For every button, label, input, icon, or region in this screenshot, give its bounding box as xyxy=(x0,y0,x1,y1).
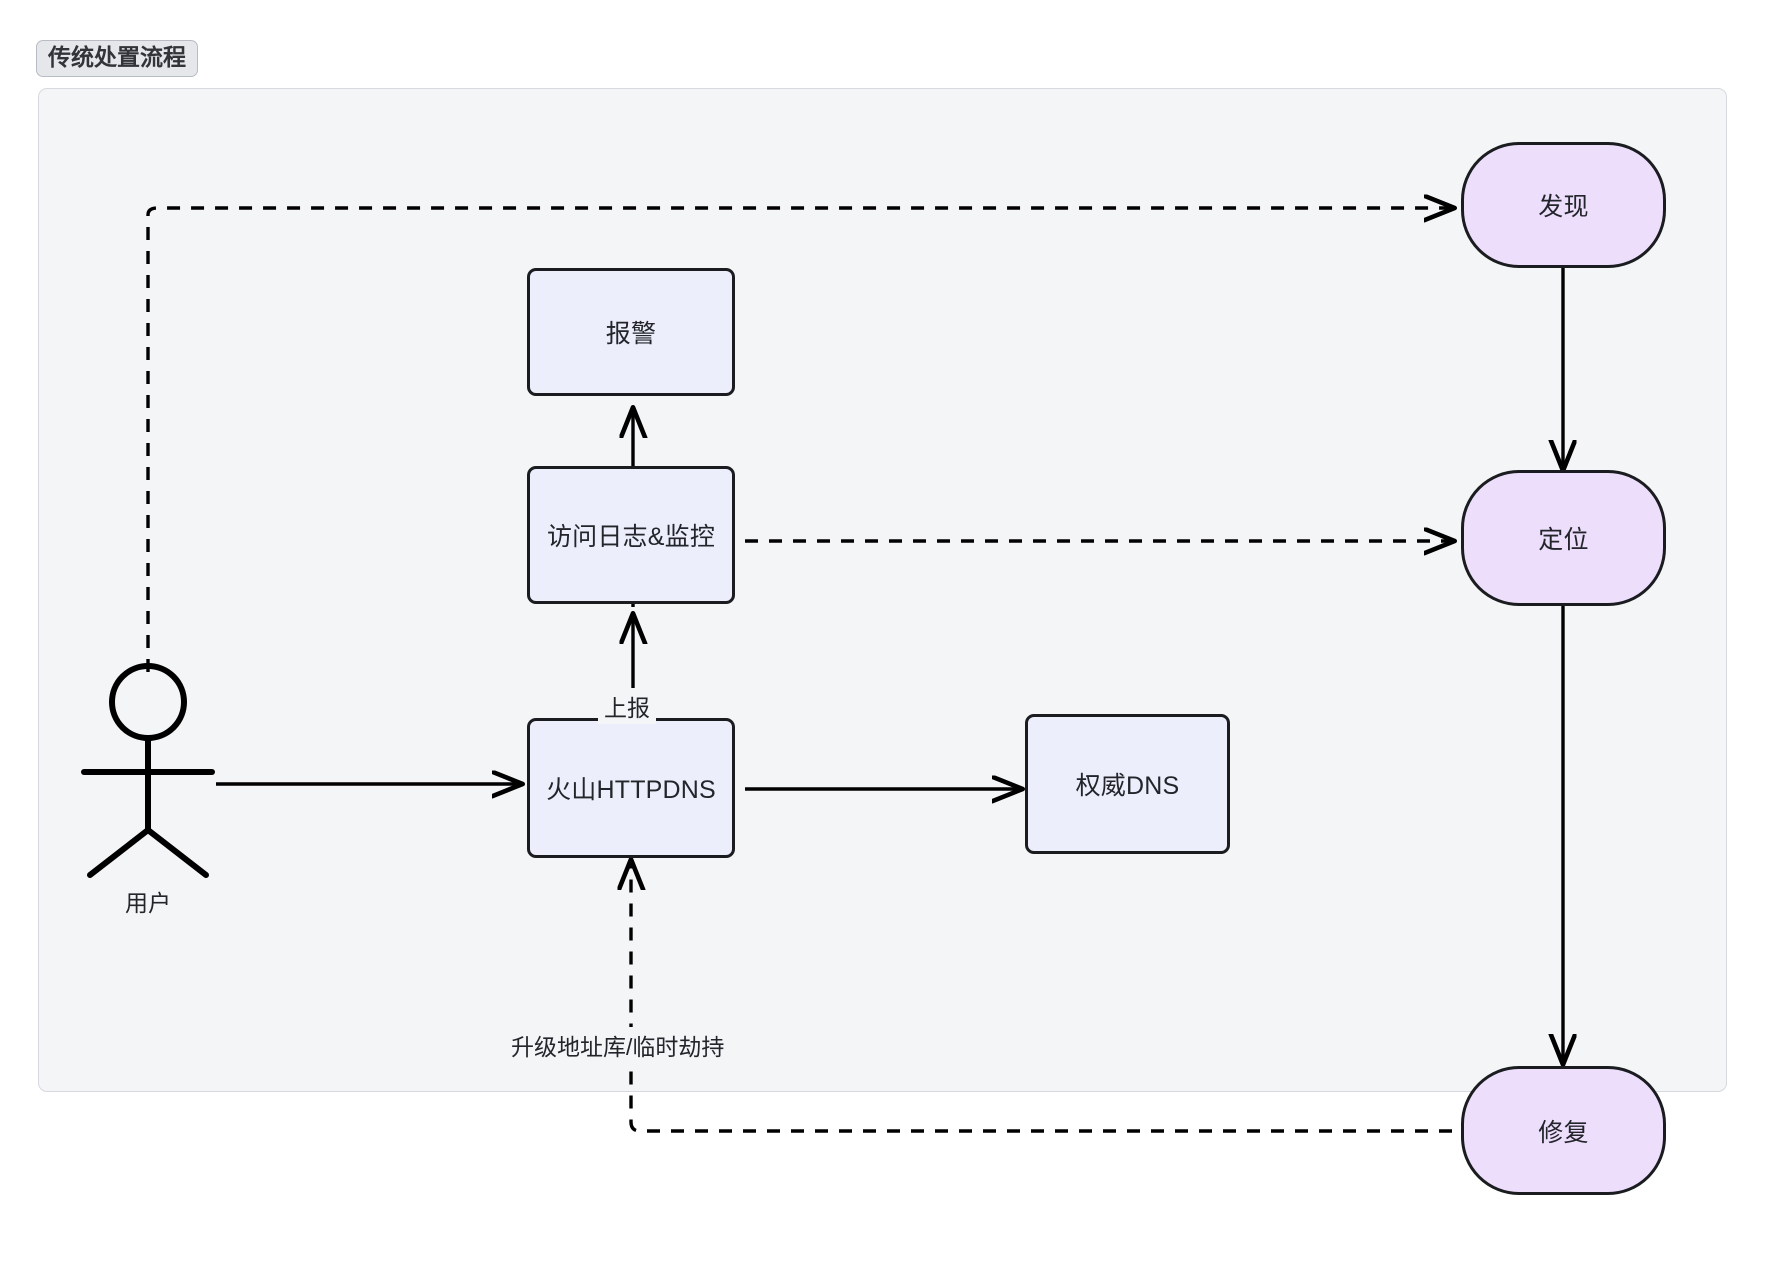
node-volcano-httpdns[interactable]: 火山HTTPDNS xyxy=(527,718,735,858)
node-access-log-monitoring[interactable]: 访问日志&监控 xyxy=(527,466,735,604)
node-locate[interactable]: 定位 xyxy=(1461,470,1666,606)
subgraph-title-badge: 传统处置流程 xyxy=(36,40,198,78)
edge-label-report: 上报 xyxy=(598,688,656,724)
node-repair[interactable]: 修复 xyxy=(1461,1066,1666,1195)
node-authoritative-dns[interactable]: 权威DNS xyxy=(1025,714,1230,854)
node-discover[interactable]: 发现 xyxy=(1461,142,1666,268)
edge-label-upgrade-hijack: 升级地址库/临时劫持 xyxy=(505,1027,731,1063)
user-actor-icon xyxy=(81,663,215,878)
node-alarm[interactable]: 报警 xyxy=(527,268,735,396)
user-actor-label: 用户 xyxy=(125,890,171,916)
